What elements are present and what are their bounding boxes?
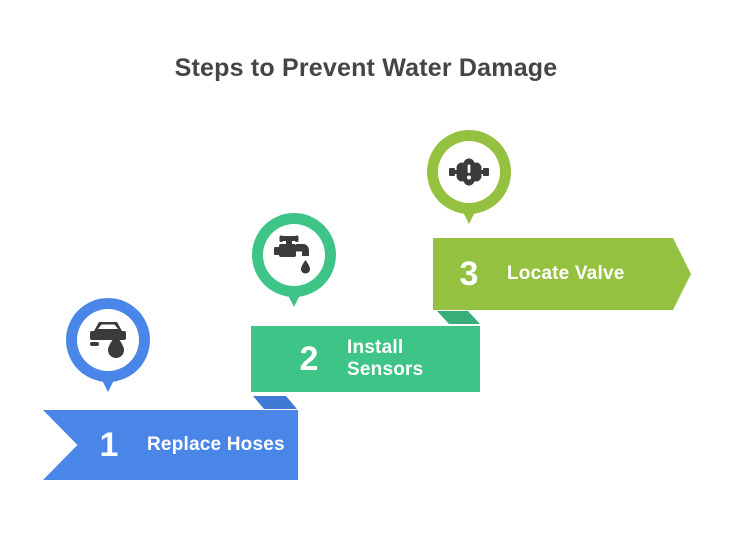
step2-number: 2 — [299, 340, 319, 378]
step3-label: Locate Valve — [507, 263, 625, 284]
step3-banner: 3 Locate Valve — [433, 238, 691, 310]
faucet-drip-icon — [274, 235, 310, 274]
water-valve-icon — [449, 158, 489, 186]
step2-banner: 2 Install Sensors — [251, 326, 480, 392]
step2-ribbon-fold — [437, 311, 480, 324]
page-title: Steps to Prevent Water Damage — [174, 54, 558, 82]
step1-banner: 1 Replace Hoses — [43, 410, 298, 480]
step1-ribbon-fold — [253, 396, 297, 409]
step2-marker-pin — [250, 211, 338, 315]
step3-number: 3 — [459, 255, 479, 293]
step1-number: 1 — [99, 426, 119, 464]
step2-label: Install Sensors — [347, 337, 424, 380]
step3-marker-pin — [425, 128, 513, 232]
car-leak-icon — [90, 322, 126, 358]
step1-label: Replace Hoses — [147, 434, 285, 455]
step1-marker-pin — [64, 296, 152, 400]
